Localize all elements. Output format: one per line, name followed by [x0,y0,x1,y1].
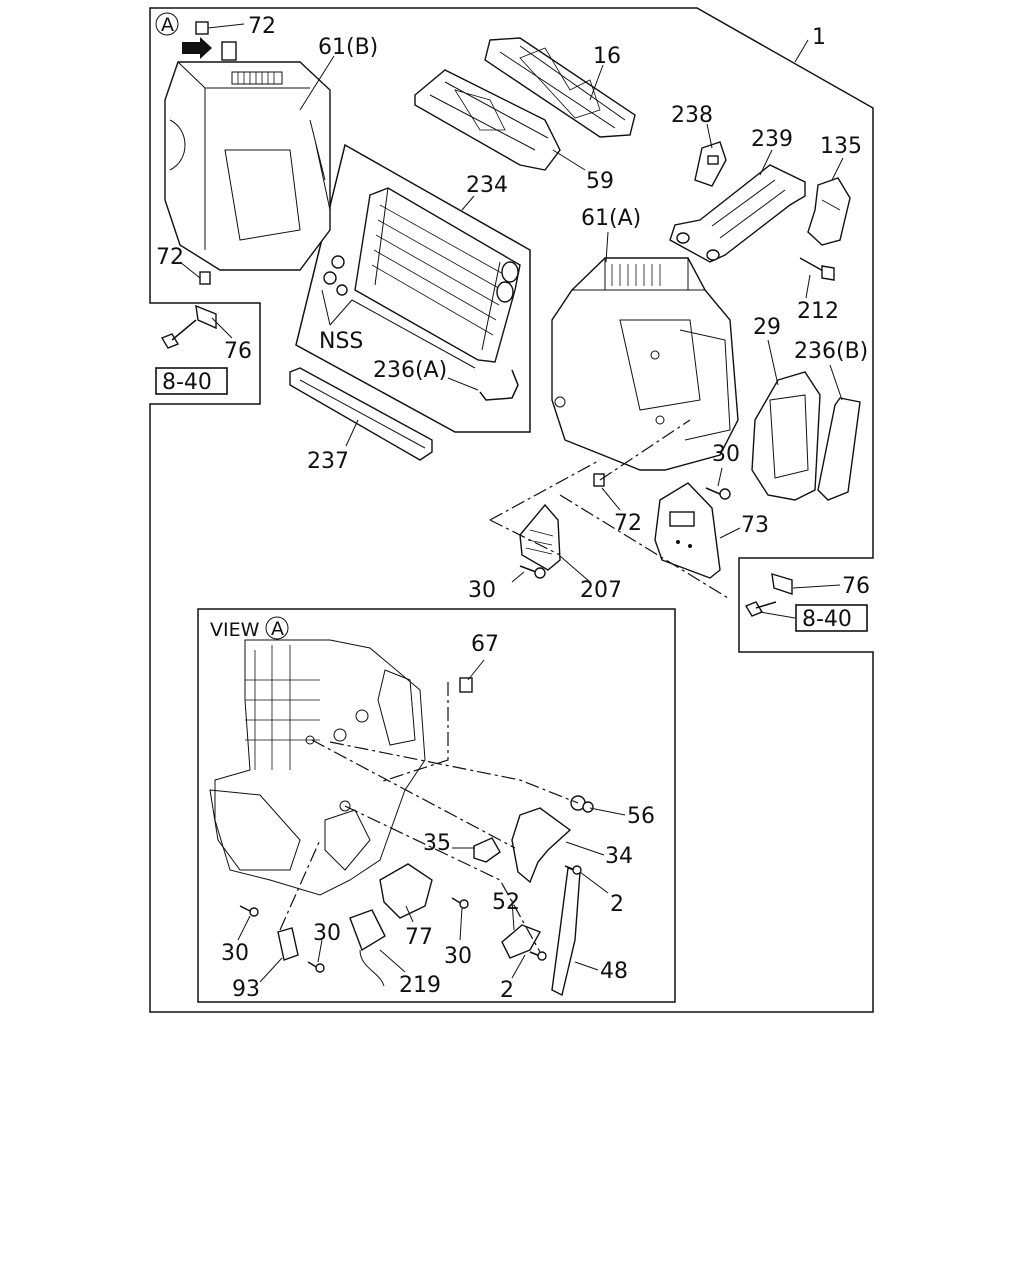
svg-text:8-40: 8-40 [802,607,852,632]
assembly-line-1 [489,459,601,521]
screw-30-right [705,487,731,500]
callout-239: 239 [751,127,793,152]
callout-56: 56 [627,804,655,829]
ref-box-right[interactable]: 8-40 [795,604,868,632]
part-238-sensor [694,141,727,187]
part-135-bracket [807,177,851,246]
view-screws [239,865,582,973]
callout-61a: 61(A) [581,206,641,231]
part-234-evaporator [351,187,521,369]
view-assembly-lines [279,682,579,953]
part-212-bolt [799,257,835,281]
callout-207: 207 [580,578,622,603]
part-76-bracket-left [195,304,217,330]
part-207-duct-link [519,503,561,571]
view-a-inset-frame [197,608,676,1003]
callout-30-view-b: 30 [221,941,249,966]
part-67-clip [459,677,473,693]
assembly-line-2 [489,519,561,556]
callout-236a: 236(A) [373,358,447,383]
callout-236b: 236(B) [794,339,868,364]
callout-238: 238 [671,103,713,128]
part-236b-seal [817,397,861,501]
part-219-motor [349,909,386,987]
callout-2-upper: 2 [610,892,624,917]
callout-1: 1 [812,25,826,50]
part-239-heater-core [669,164,806,263]
callout-76-right: 76 [842,574,870,599]
part-61a-unit-case [551,257,739,471]
part-93-bracket [277,927,299,961]
part-56-nut [570,795,594,813]
callout-234: 234 [466,173,508,198]
bolt-left-icon [160,319,197,349]
part-77-actuator [379,863,433,919]
assembly-line-4 [599,419,691,481]
callout-61b: 61(B) [318,35,378,60]
callout-219: 219 [399,973,441,998]
callout-30-right: 30 [712,442,740,467]
callout-237: 237 [307,449,349,474]
part-16-filter [484,37,636,138]
callout-labels: 72 61(B) 1 16 238 239 135 59 234 61(A) 7… [156,14,870,1003]
bolt-right-icon [744,601,777,617]
part-76-bracket-right [771,573,793,595]
callout-67: 67 [471,632,499,657]
callout-73: 73 [741,513,769,538]
leader-72-top [207,23,245,29]
callout-93: 93 [232,977,260,1002]
callout-76-left: 76 [224,339,252,364]
view-direction-arrow-icon [182,37,212,59]
callout-34: 34 [605,844,633,869]
part-72-clip-left [199,271,211,285]
callout-16: 16 [593,44,621,69]
callout-77: 77 [405,925,433,950]
callout-52: 52 [492,890,520,915]
part-237-drain-pan [289,367,433,461]
part-73-cover-panel [654,482,721,579]
callout-29: 29 [753,315,781,340]
part-59-filter [414,69,561,171]
callout-30-bottom: 30 [468,578,496,603]
svg-text:VIEW: VIEW [210,619,260,641]
callout-30-view-a: 30 [313,921,341,946]
part-52-lever [501,924,542,959]
callout-59: 59 [586,169,614,194]
screw-30-bottom [519,565,546,579]
part-236a-seal [479,369,519,401]
svg-text:A: A [271,618,284,640]
view-a-marker-top: A [155,12,179,36]
ref-box-left[interactable]: 8-40 [155,367,228,395]
view-a-unit-housing [209,639,426,896]
callout-72: 72 [248,14,276,39]
part-61b-heater-case [164,41,331,271]
callout-nss: NSS [319,329,363,354]
callout-72-center: 72 [614,511,642,536]
assembly-line-3 [559,494,729,599]
assembly-boundary [149,7,874,1013]
part-72-clip-top [195,21,209,35]
leader-lines [179,39,844,619]
part-34-arm [511,807,572,884]
svg-text:A: A [161,14,174,36]
callout-2-lower: 2 [500,978,514,1003]
evaporator-subframe [295,143,531,433]
callout-135: 135 [820,134,862,159]
part-29-door-actuator [751,371,821,501]
part-35-link [473,837,501,863]
nss-fittings [321,255,353,326]
svg-text:8-40: 8-40 [162,370,212,395]
part-72-clip-center [593,473,605,487]
callout-212: 212 [797,299,839,324]
part-48-rod [551,867,581,997]
view-a-title: VIEW A [210,616,289,641]
callout-35: 35 [423,831,451,856]
view-leader-lines [237,659,626,983]
callout-72-left: 72 [156,245,184,270]
callout-30-view-c: 30 [444,944,472,969]
callout-48: 48 [600,959,628,984]
